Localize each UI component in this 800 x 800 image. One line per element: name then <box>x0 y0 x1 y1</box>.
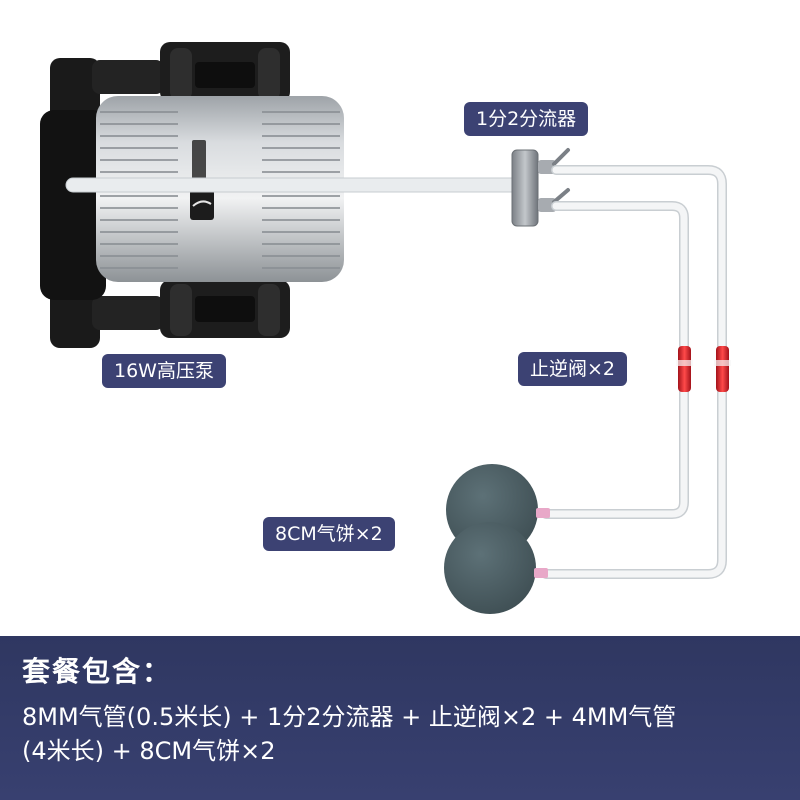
brand-logo <box>190 190 214 220</box>
pump-label: 16W高压泵 <box>102 354 226 388</box>
splitter-valve <box>511 148 570 227</box>
check-valve-right <box>714 346 731 392</box>
package-line-2: (4米长) + 8CM气饼×2 <box>22 737 276 765</box>
splitter-label: 1分2分流器 <box>464 102 589 136</box>
product-diagram <box>40 42 731 614</box>
package-title: 套餐包含： <box>22 655 173 688</box>
air-pump <box>40 42 344 348</box>
air-stone-bottom <box>444 522 548 614</box>
product-illustration: 1分2分流器 16W高压泵 止逆阀×2 8CM气饼×2 <box>40 42 731 614</box>
main-air-tube <box>65 177 521 193</box>
package-description: 8MM气管(0.5米长) + 1分2分流器 + 止逆阀×2 + 4MM气管 (4… <box>22 700 778 768</box>
air-stone-label: 8CM气饼×2 <box>263 517 395 551</box>
package-contents-panel: 套餐包含： 8MM气管(0.5米长) + 1分2分流器 + 止逆阀×2 + 4M… <box>0 636 800 800</box>
check-valve-left <box>676 346 693 392</box>
package-line-1: 8MM气管(0.5米长) + 1分2分流器 + 止逆阀×2 + 4MM气管 <box>22 703 677 731</box>
check-valve-label: 止逆阀×2 <box>518 352 628 386</box>
